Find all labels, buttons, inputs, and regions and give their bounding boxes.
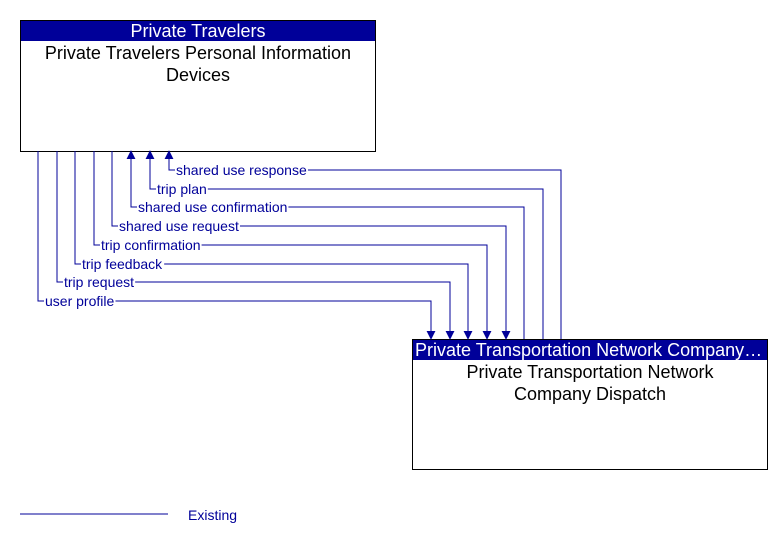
flow-user-profile-line [37,151,436,340]
flow-trip-plan-line [145,150,544,339]
private-travelers-devices-box: Private Travelers Private Travelers Pers… [20,20,376,152]
legend-existing-label: Existing [188,507,238,523]
flow-shared-use-confirmation-label-bg [137,199,289,215]
flow-shared-use-request-label: shared use request [119,218,239,234]
flow-shared-use-response-label: shared use response [176,162,307,178]
source-box-title: Private Travelers Personal Information D… [21,41,375,86]
flow-shared-use-confirmation-label: shared use confirmation [138,199,287,215]
flow-trip-request-label-bg [63,274,136,290]
flow-user-profile-label-bg [44,293,116,309]
flow-trip-confirmation-label-bg [100,237,202,253]
flow-shared-use-confirmation-line [126,150,525,339]
flow-shared-use-request-label-bg [118,218,240,234]
flow-trip-request-label: trip request [64,274,134,290]
flow-shared-use-request-line [111,151,511,340]
flow-shared-use-response-line [164,150,562,339]
target-box-header: Private Transportation Network Company D… [413,340,767,360]
source-box-header: Private Travelers [21,21,375,41]
flow-trip-confirmation-line [93,151,492,340]
target-title-line1: Private Transportation Network [466,362,714,382]
ptnc-dispatch-box: Private Transportation Network Company D… [412,339,768,470]
flow-trip-feedback-label-bg [81,256,165,272]
flow-trip-confirmation-label: trip confirmation [101,237,201,253]
source-title-line1: Private Travelers Personal Information [44,43,352,63]
flow-trip-feedback-line [74,151,473,340]
flow-user-profile-label: user profile [45,293,114,309]
flow-trip-plan-label: trip plan [157,181,207,197]
flow-trip-plan-label-bg [156,181,208,197]
flow-trip-request-line [56,151,455,340]
target-title-line2: Company Dispatch [513,384,667,404]
target-box-title: Private Transportation Network Company D… [413,360,767,405]
flow-shared-use-response-label-bg [175,162,308,178]
source-title-line2: Devices [165,65,231,85]
flow-trip-feedback-label: trip feedback [82,256,163,272]
